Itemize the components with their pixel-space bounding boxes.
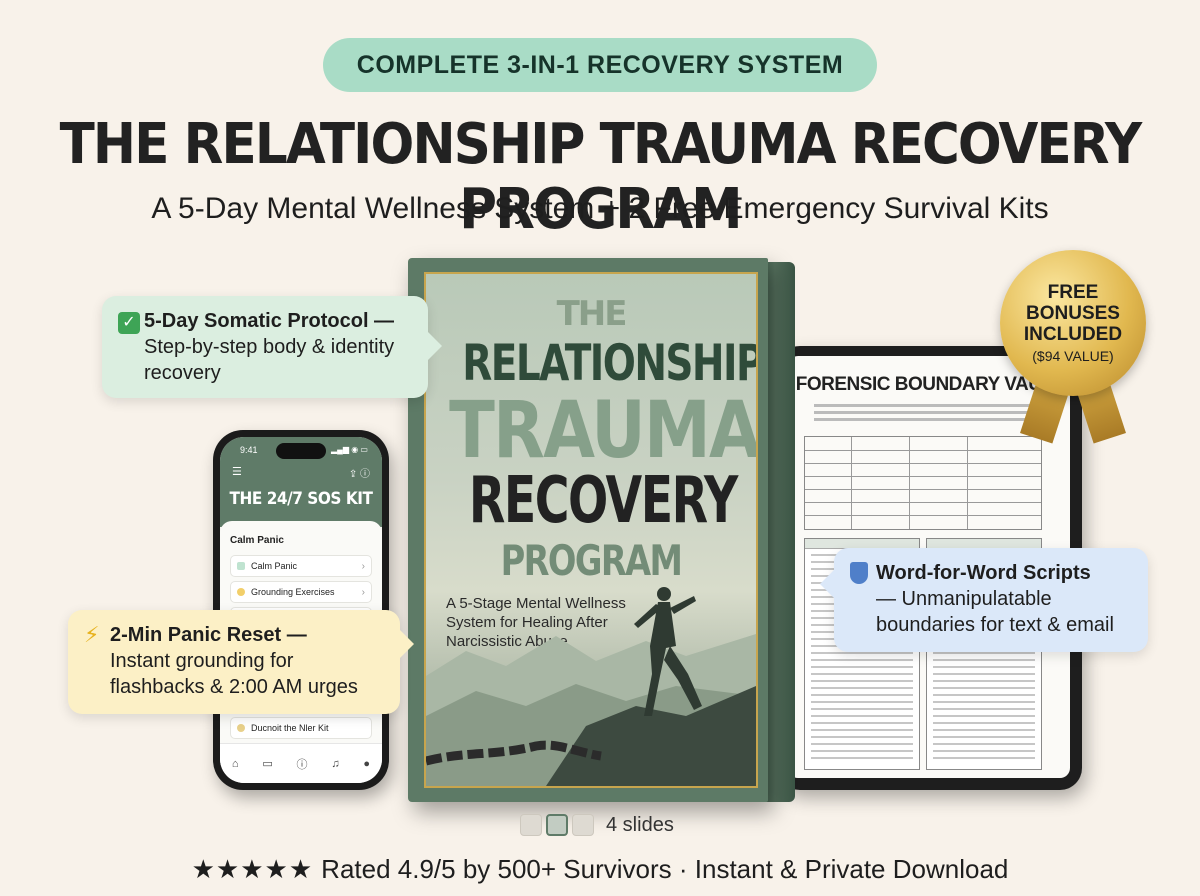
tablet-intro-lines — [814, 404, 1044, 428]
callout-body: Step-by-step body & identity recovery — [144, 336, 395, 384]
somatic-protocol-callout: ✓ 5-Day Somatic Protocol — Step-by-step … — [102, 296, 442, 398]
medal-line-1: FREE — [1047, 282, 1099, 303]
star-rating-icon: ★★★★★ — [191, 854, 314, 884]
book-title-line-3: TRAUMA — [449, 386, 758, 476]
menu-icon[interactable]: ☰ — [232, 466, 242, 478]
chevron-right-icon: › — [361, 560, 365, 572]
phone-time: 9:41 — [240, 445, 258, 455]
chat-icon[interactable]: ▭ — [262, 758, 273, 770]
bell-icon[interactable]: ♫ — [331, 757, 340, 770]
book-cover: THE RELATIONSHIP TRAUMA RECOVERY PROGRAM… — [408, 258, 768, 802]
page-subtitle: A 5-Day Mental Wellness System + 2 Free … — [151, 192, 1049, 225]
slide-thumb[interactable] — [520, 814, 542, 836]
phone-section-title: Calm Panic — [230, 535, 284, 546]
book-title-line-1: THE — [556, 294, 628, 334]
chevron-right-icon: › — [361, 586, 365, 598]
medal-line-2: BONUSES — [1026, 303, 1120, 324]
phone-list-item[interactable]: Grounding Exercises › — [230, 581, 372, 603]
calm-panic-icon — [237, 562, 245, 570]
phone-notch — [276, 443, 326, 459]
slide-thumb-active[interactable] — [546, 814, 568, 836]
page-title: THE RELATIONSHIP TRAUMA RECOVERY PROGRAM — [59, 112, 1143, 242]
phone-list-item-label: Calm Panic — [251, 561, 298, 571]
phone-list-item-label: Grounding Exercises — [251, 587, 335, 597]
check-icon: ✓ — [118, 312, 140, 334]
callout-body: — Unmanipulatable boundaries for text & … — [876, 588, 1114, 636]
tablet-title: FORENSIC BOUNDARY VAULT — [795, 374, 1063, 395]
panic-reset-callout: ⚡ 2-Min Panic Reset — Instant grounding … — [68, 610, 414, 714]
book-title-line-5: PROGRAM — [500, 536, 683, 585]
phone-tab-bar: ⌂ ▭ ⓘ ♫ ● — [220, 743, 382, 783]
slide-count: 4 slides — [606, 813, 674, 836]
free-bonuses-medal: FREE BONUSES INCLUDED ($94 VALUE) — [1000, 250, 1146, 396]
lightning-icon: ⚡ — [84, 622, 100, 647]
phone-status-icons: ▂▄▆ ◉ ▭ — [331, 445, 368, 454]
mountain-illustration — [426, 587, 756, 786]
book-cover-art: THE RELATIONSHIP TRAUMA RECOVERY PROGRAM… — [424, 272, 758, 788]
callout-title: 2-Min Panic Reset — — [110, 624, 307, 646]
phone-header: 9:41 ▂▄▆ ◉ ▭ ☰ ⇪ ⓘ THE 24/7 SOS KIT — [220, 437, 382, 527]
slide-indicator: 4 slides — [520, 812, 674, 838]
medal-value: ($94 VALUE) — [1032, 348, 1114, 364]
tablet-table — [804, 436, 1042, 530]
system-banner-label: COMPLETE 3-IN-1 RECOVERY SYSTEM — [356, 50, 844, 79]
phone-list-item[interactable]: Calm Panic › — [230, 555, 372, 577]
book-title-line-2: RELATIONSHIP — [462, 334, 758, 392]
book-tagline: A 5-Stage Mental Wellness System for Hea… — [446, 595, 626, 650]
system-banner: COMPLETE 3-IN-1 RECOVERY SYSTEM — [323, 38, 877, 92]
home-icon[interactable]: ⌂ — [231, 757, 239, 770]
phone-title: THE 24/7 SOS KIT — [229, 489, 373, 509]
phone-list-item-label: Ducnoit the Nler Kit — [251, 723, 329, 733]
share-info-icons[interactable]: ⇪ ⓘ — [348, 469, 370, 480]
rating-text: Rated 4.9/5 by 500+ Survivors · Instant … — [321, 854, 1009, 884]
callout-title: Word-for-Word Scripts — [876, 562, 1091, 584]
rating-footer: ★★★★★Rated 4.9/5 by 500+ Survivors · Ins… — [0, 854, 1200, 885]
medal-line-3: INCLUDED — [1023, 324, 1123, 345]
scripts-callout: Word-for-Word Scripts — Unmanipulatable … — [820, 548, 1148, 652]
callout-title: 5-Day Somatic Protocol — — [144, 310, 395, 332]
info-icon[interactable]: ⓘ — [296, 758, 308, 771]
slide-thumb[interactable] — [572, 814, 594, 836]
runner-silhouette — [634, 587, 702, 716]
book-title-line-4: RECOVERY — [468, 464, 738, 538]
shield-icon — [850, 562, 868, 584]
profile-icon[interactable]: ● — [363, 757, 371, 770]
phone-list-item[interactable]: Ducnoit the Nler Kit — [230, 717, 372, 739]
callout-body: Instant grounding for flashbacks & 2:00 … — [110, 650, 358, 698]
grounding-icon — [237, 588, 245, 596]
kit-icon — [237, 724, 245, 732]
